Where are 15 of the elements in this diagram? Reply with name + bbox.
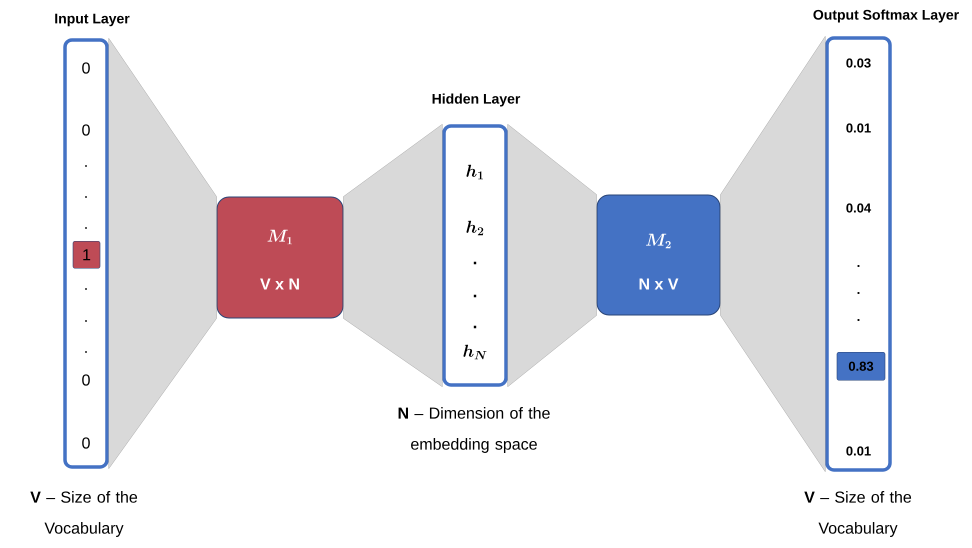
funnel-connector [508,124,597,387]
node-label: N – Dimension of the embedding space [398,407,550,453]
node-label: Output Softmax Layer [813,9,959,23]
funnel-connector [720,36,826,472]
node-label: V – Size of the Vocabulary [804,491,912,537]
node-label: Input Layer [55,14,130,26]
funnel-connector [343,124,442,387]
weight-matrix-box: $M_2$ N x V [596,194,720,316]
vector-column: Hidden Layer $h_1$ $h_2$ . . . $h_N$ N – Dimension of the embedding space [398,93,550,453]
highlighted-cell: 0.83 [836,352,886,381]
funnel-connector [108,38,217,469]
highlighted-cell: 1 [72,240,100,269]
weight-matrix-box: $M_1$ V x N [216,196,344,318]
node-label: V – Size of the Vocabulary [30,491,138,537]
node-label: Hidden Layer [432,93,520,107]
